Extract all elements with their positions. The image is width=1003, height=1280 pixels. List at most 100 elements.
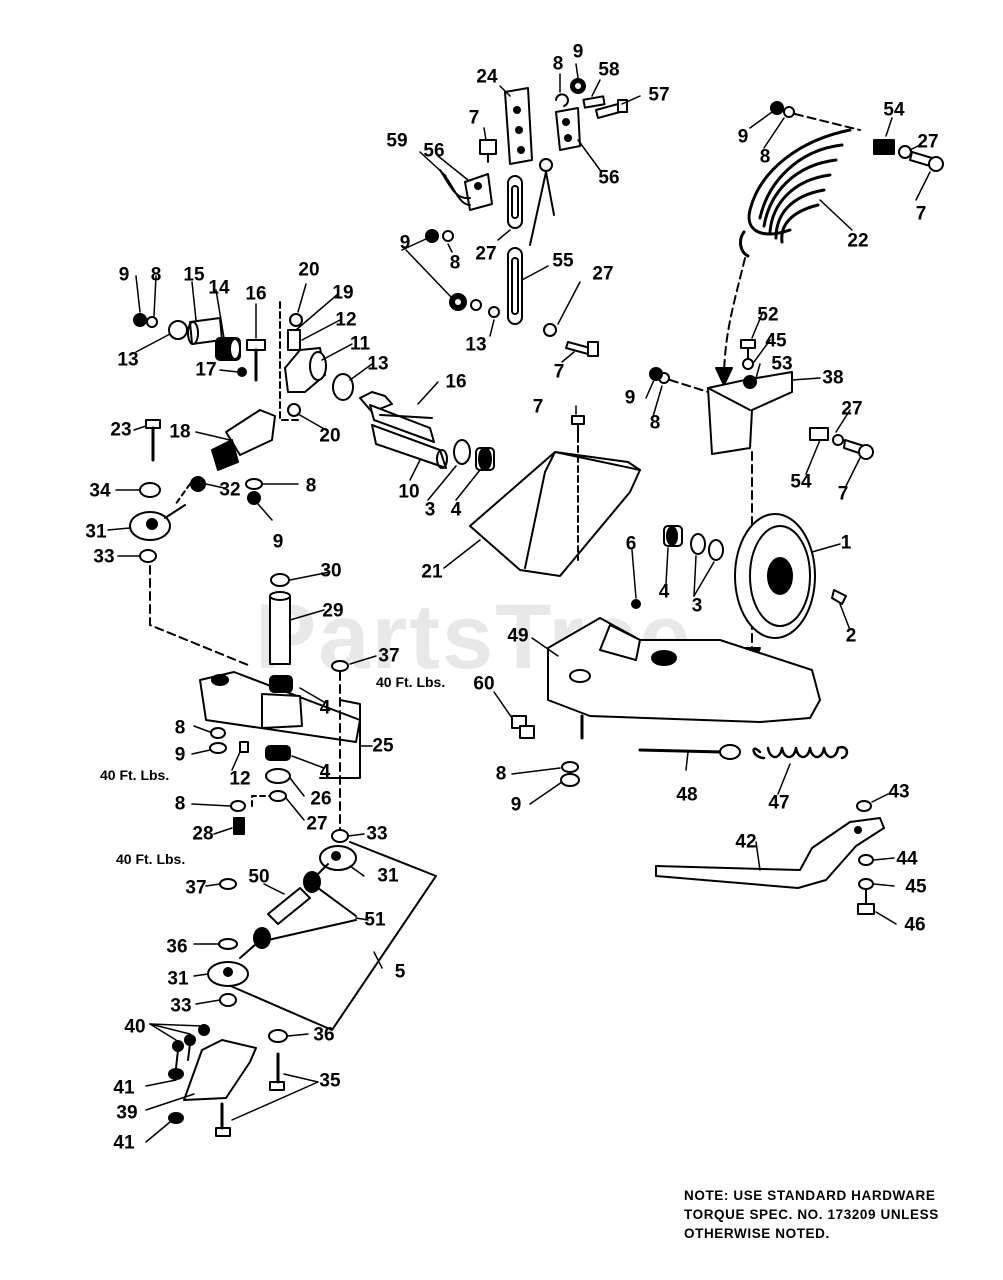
- washer-27-top: [898, 145, 912, 159]
- adjuster-50: [267, 887, 311, 925]
- callout-59: 59: [386, 130, 408, 152]
- bearing-4-top: [269, 675, 293, 693]
- leader-dash-spring-arrow: [723, 257, 746, 376]
- callout-9: 9: [737, 126, 749, 148]
- callout-39: 39: [116, 1102, 138, 1124]
- callout-8: 8: [759, 146, 771, 168]
- nut-36-low: [268, 1029, 288, 1043]
- callout-24: 24: [476, 66, 498, 88]
- bracket-56-right: [555, 107, 581, 151]
- bearing-4-left: [475, 447, 495, 471]
- callout-54: 54: [790, 471, 812, 493]
- callout-33: 33: [93, 546, 115, 568]
- bolt-7-plate: [571, 415, 585, 441]
- callout-52: 52: [757, 304, 779, 326]
- callout-38: 38: [822, 367, 844, 389]
- callout-19: 19: [332, 282, 354, 304]
- bolt-7-right: [843, 439, 874, 460]
- callout-7: 7: [837, 483, 849, 505]
- washer-44: [858, 854, 874, 866]
- torque-note: NOTE: USE STANDARD HARDWARE TORQUE SPEC.…: [684, 1186, 939, 1243]
- callout-7: 7: [468, 107, 480, 129]
- callout-47: 47: [768, 792, 790, 814]
- callout-26: 26: [310, 788, 332, 810]
- washer-8-left-plate: [210, 727, 226, 739]
- callout-41: 41: [113, 1077, 135, 1099]
- washer-27-upper: [539, 158, 553, 172]
- callout-9: 9: [624, 387, 636, 409]
- bolt-46: [857, 889, 875, 915]
- nut-34: [139, 482, 161, 498]
- callout-45: 45: [905, 876, 927, 898]
- bolt-35a: [269, 1052, 285, 1091]
- idler-arm-49: [547, 617, 821, 740]
- callout-9: 9: [572, 41, 584, 63]
- rod-end-31-low: [207, 961, 249, 987]
- callout-20: 20: [319, 425, 341, 447]
- nut-9-top: [570, 78, 586, 94]
- callout-36: 36: [313, 1024, 335, 1046]
- callout-9: 9: [510, 794, 522, 816]
- callout-9: 9: [272, 531, 284, 553]
- lever-42: [655, 817, 885, 889]
- callout-8: 8: [174, 793, 186, 815]
- nut-51b: [253, 927, 271, 949]
- callout-40: 40: [124, 1016, 146, 1038]
- pulley-1: [734, 513, 816, 639]
- nut-9-left-plate: [209, 742, 227, 754]
- washer-8-mid-left: [245, 478, 263, 490]
- bolt-35b: [215, 1102, 231, 1137]
- callout-32: 32: [219, 479, 241, 501]
- washer-20-top: [289, 313, 303, 327]
- callout-4: 4: [658, 581, 670, 603]
- nut-43: [856, 800, 872, 812]
- callout-45: 45: [765, 330, 787, 352]
- nut-33-top: [139, 549, 157, 563]
- ring-8-left: [146, 316, 158, 328]
- callout-20: 20: [298, 259, 320, 281]
- pivot-link-24: [504, 87, 533, 165]
- washer-8-low: [230, 800, 246, 812]
- nut-33-mid: [331, 829, 349, 843]
- callout-57: 57: [648, 84, 670, 106]
- callout-33: 33: [366, 823, 388, 845]
- note-line: TORQUE SPEC. NO. 173209 UNLESS: [684, 1207, 939, 1222]
- bolt-7-top-right: [909, 151, 944, 172]
- callout-27: 27: [917, 131, 939, 153]
- callout-8: 8: [174, 717, 186, 739]
- callout-6: 6: [625, 533, 637, 555]
- ring-30: [270, 573, 290, 587]
- nut-53: [743, 375, 757, 389]
- bolt-12: [239, 741, 249, 753]
- callout-60: 60: [473, 673, 495, 695]
- callout-54: 54: [883, 99, 905, 121]
- bolt-57: [595, 99, 628, 119]
- bolt-7-top: [479, 139, 497, 163]
- callout-31: 31: [85, 521, 107, 543]
- chain-link-upper: [507, 175, 523, 229]
- washer-26: [265, 768, 291, 784]
- bearing-4-right: [663, 525, 683, 547]
- leader-dash-38: [669, 379, 709, 393]
- callout-3: 3: [424, 499, 436, 521]
- callout-37: 37: [185, 877, 207, 899]
- washer-13-right: [332, 373, 354, 401]
- callout-55: 55: [552, 250, 574, 272]
- nut-41-top: [168, 1068, 184, 1080]
- leader-dash-32: [174, 483, 191, 506]
- nut-9-mid-left: [247, 491, 261, 505]
- callout-7: 7: [553, 361, 565, 383]
- callout-4: 4: [319, 761, 331, 783]
- bracket-56-left: [464, 173, 493, 211]
- callout-58: 58: [598, 59, 620, 81]
- nut-36-top: [218, 938, 238, 950]
- bearing-14: [215, 337, 241, 361]
- torque-label: 40 Ft. Lbs.: [116, 851, 186, 867]
- pin-6: [631, 599, 641, 609]
- washer-13-mid: [488, 306, 500, 318]
- leader-dash-spring: [794, 113, 861, 131]
- nut-17: [237, 367, 247, 377]
- callout-7: 7: [532, 396, 544, 418]
- ring-8-top-right: [783, 106, 795, 118]
